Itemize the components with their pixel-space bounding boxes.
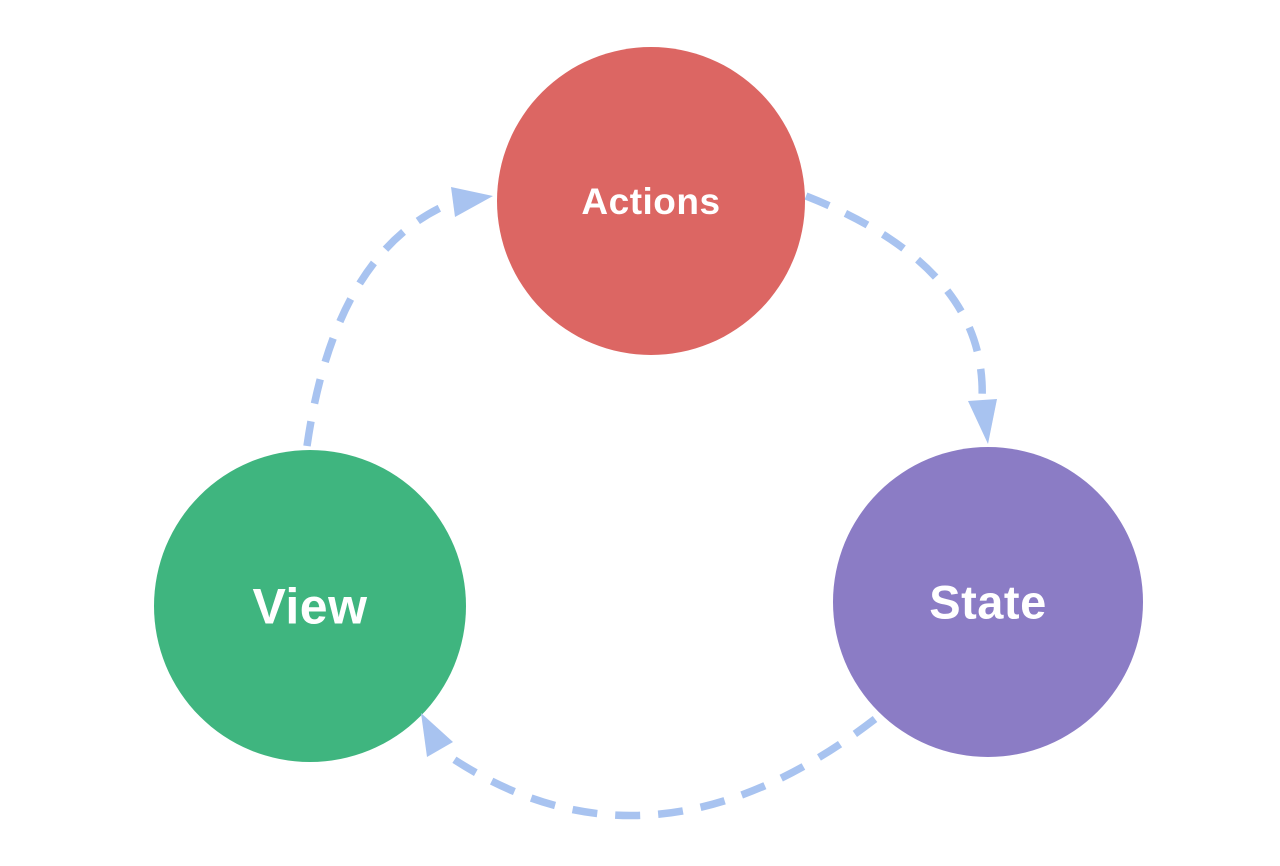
node-label-view: View	[252, 579, 367, 635]
node-circle-view	[154, 450, 466, 762]
arrowhead-into-actions	[451, 187, 493, 217]
edge-view-to-actions	[303, 198, 455, 447]
edges-group	[303, 192, 986, 820]
node-circle-actions	[497, 47, 805, 355]
edge-state-to-view	[437, 716, 878, 820]
labels-group: Actions State View	[252, 181, 1046, 635]
node-label-actions: Actions	[581, 181, 720, 222]
arrowhead-into-state	[968, 399, 997, 444]
nodes-group	[154, 47, 1143, 762]
node-label-state: State	[929, 575, 1046, 628]
arrowhead-into-view	[421, 713, 453, 757]
arrowheads-group	[421, 187, 997, 757]
edge-actions-to-state	[804, 192, 986, 401]
node-circle-state	[833, 447, 1143, 757]
